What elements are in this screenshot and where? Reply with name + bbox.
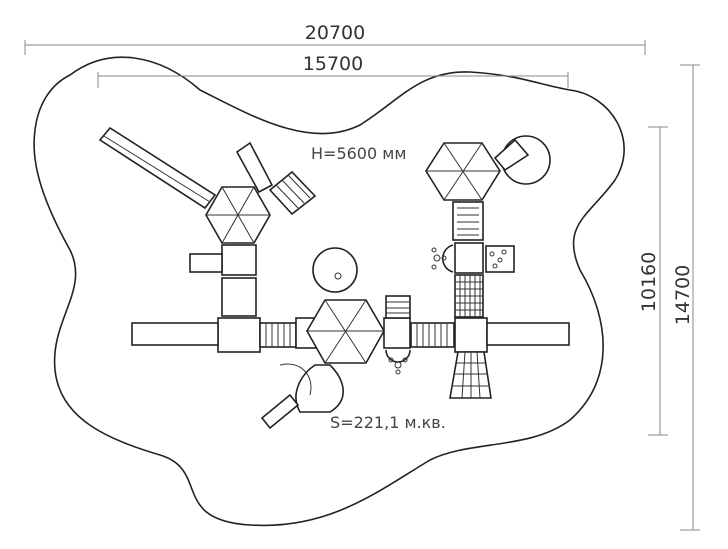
area-label: S=221,1 м.кв. — [330, 413, 446, 432]
platform-left — [221, 244, 257, 276]
hex-roof-center — [306, 299, 385, 364]
spiral-slide-bottom — [260, 363, 344, 430]
climbing-net-bottom — [449, 351, 492, 399]
slide-far-left — [131, 322, 219, 346]
safety-zone-outline — [33, 56, 625, 527]
dimension-inner-width — [97, 72, 569, 88]
dimension-outer-height — [680, 64, 700, 531]
net-left — [221, 277, 257, 317]
ladder-center — [385, 295, 411, 319]
bridge-right — [410, 322, 455, 348]
net-right — [454, 274, 484, 318]
stairs-top-left — [268, 170, 317, 216]
long-slide-left — [98, 126, 217, 210]
hex-roof-right — [425, 142, 501, 201]
inner-width-label: 15700 — [303, 53, 363, 75]
outer-width-label: 20700 — [305, 22, 365, 44]
platform-right-upper — [454, 242, 484, 274]
slide-stub-left — [189, 253, 223, 273]
dimension-outer-width — [24, 40, 646, 55]
outer-height-label: 14700 — [672, 265, 694, 325]
slide-far-right — [486, 322, 570, 346]
hex-roof-left — [205, 186, 271, 244]
dimension-inner-height — [648, 126, 668, 436]
platform-center-right — [383, 317, 411, 349]
spiral-slide-top — [312, 247, 358, 293]
spiral-center — [334, 272, 342, 280]
panel-right — [431, 244, 454, 273]
climbing-wall-right — [485, 245, 515, 273]
inner-height-label: 10160 — [638, 252, 660, 312]
spiral-entry-right — [493, 138, 530, 172]
slide-top-left — [235, 141, 274, 194]
platform-right-lower — [454, 317, 488, 353]
height-label: H=5600 мм — [311, 144, 406, 163]
climbing-stairs-right — [452, 201, 484, 241]
bridge-left — [259, 322, 297, 348]
panel-center — [385, 349, 411, 375]
platform-left-lower — [217, 317, 261, 353]
